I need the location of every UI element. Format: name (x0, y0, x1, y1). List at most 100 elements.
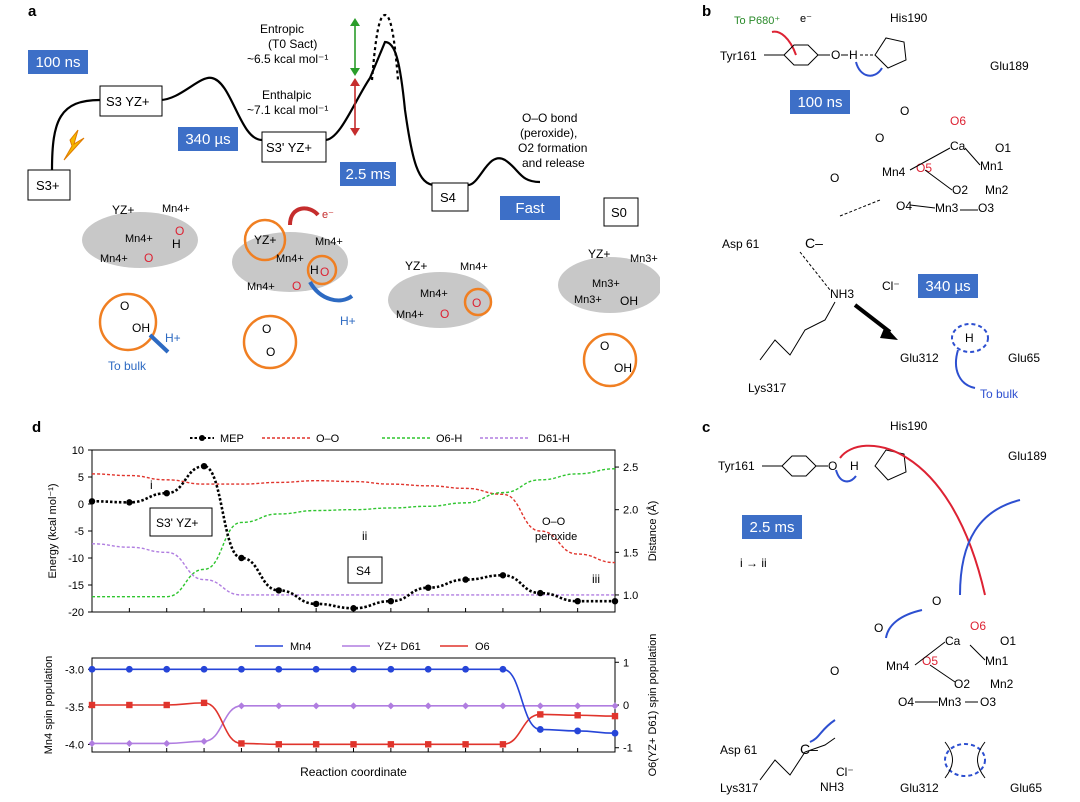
mep-point-10 (462, 576, 469, 583)
o-tyr-b: O (831, 48, 840, 62)
mn3-label-4a: Mn3+ (630, 253, 658, 265)
atom-o5-b: O5 (916, 161, 932, 175)
oh-label-4b: OH (614, 361, 632, 375)
atom-o1-c: O1 (1000, 634, 1016, 648)
o-label-2d: O (266, 345, 275, 359)
mn4-point-9 (424, 665, 432, 673)
oh-label-4: OH (620, 294, 638, 308)
cluster-blob-1 (82, 212, 198, 268)
yz-label-1: YZ+ (112, 203, 134, 217)
mep-point-9 (425, 584, 432, 591)
residue-glu189-c: Glu189 (1008, 449, 1047, 463)
atom-mn2-c: Mn2 (990, 677, 1014, 691)
ylabel-left-bottom: Mn4 spin population (43, 656, 55, 754)
yz-point-14 (611, 702, 619, 710)
mn4-point-10 (462, 665, 469, 673)
to-bulk-label-a: To bulk (108, 359, 147, 373)
annotation-peroxide: peroxide (535, 531, 577, 543)
legend-yz-label: YZ+ D61 (377, 641, 421, 653)
ytick-label-right-bot-1: 0 (623, 700, 629, 712)
atom-mn3-c: Mn3 (938, 695, 962, 709)
ytick-label-right-bot-0: 1 (623, 657, 629, 669)
ytick-label-left-top-1: 5 (78, 472, 84, 484)
cluster-blob-4 (558, 257, 662, 313)
proton-arrow-c4 (809, 719, 836, 743)
yz-point-6 (312, 702, 320, 710)
transition-label-c: i → ii (740, 556, 767, 570)
o6-point-3 (200, 699, 208, 707)
ytick-label-left-bot-0: -3.0 (65, 664, 84, 676)
mep-point-0 (88, 498, 96, 505)
atom-o-top-c: O (932, 594, 941, 608)
yz-point-1 (125, 739, 133, 747)
ytick-label-right-top-0: 2.5 (623, 462, 638, 474)
annotation-oo: O–O (542, 516, 566, 528)
yz-point-5 (275, 702, 283, 710)
time-tag-340us-a: 340 µs (178, 127, 238, 151)
entropic-value: ~6.5 kcal mol⁻¹ (247, 52, 328, 66)
to-bulk-label-b: To bulk (980, 387, 1019, 401)
ytick-label-left-bot-1: -3.5 (65, 702, 84, 714)
yz-point-0 (88, 739, 96, 747)
proton-arrow-b2 (955, 349, 976, 389)
state-s0: S0 (611, 205, 627, 220)
residue-his190-c: His190 (890, 420, 928, 433)
o6-point-12 (537, 711, 544, 718)
mn4-point-2 (163, 665, 171, 673)
o-label-2c: O (262, 322, 271, 336)
oec-cluster-b: Ca O6 O1 Mn1 Mn4 O5 O2 Mn2 O4 Mn3 O3 O O… (830, 104, 1011, 215)
ytick-label-left-top-4: -10 (68, 553, 84, 565)
ylabel-right-top: Distance (Å) (646, 501, 659, 562)
time-tag-fast-a: Fast (500, 196, 560, 220)
legend-mep-marker (199, 435, 205, 441)
carboxylate-asp61-b: C– (805, 235, 823, 251)
annotation-s3prime: S3' YZ+ (156, 516, 198, 530)
mn4-label-3b: Mn4+ (420, 288, 448, 300)
mn4-point-0 (88, 665, 96, 673)
o6-point-11 (499, 741, 507, 748)
oec-cluster-c: Ca O6 O1 Mn1 Mn4 O5 O2 Mn2 O4 Mn3 O3 O O… (830, 594, 1016, 709)
yz-point-4 (237, 702, 245, 710)
entropic-expr: (T0 Sact) (268, 37, 317, 51)
ylabel-right-bottom: O6(YZ+ D61) spin population (647, 634, 659, 777)
yz-point-3 (200, 737, 208, 745)
cluster-blob-2 (232, 232, 348, 292)
o-label-1b: O (144, 251, 153, 265)
yz-label-2: YZ+ (254, 233, 276, 247)
cluster-blob-3 (388, 272, 492, 328)
ytick-label-left-top-5: -15 (68, 580, 84, 592)
atom-o5-c: O5 (922, 654, 938, 668)
ytick-label-right-bot-2: -1 (623, 743, 633, 755)
mn3-label-4b: Mn3+ (592, 278, 620, 290)
mn3-label-4c: Mn3+ (574, 294, 602, 306)
yz-point-10 (462, 702, 470, 710)
yz-point-13 (574, 702, 582, 710)
enthalpic-label: Enthalpic (262, 88, 311, 102)
electron-arrow-b (771, 30, 797, 56)
nh3-label-b: NH3 (830, 287, 854, 301)
electron-arrow-2 (288, 206, 320, 226)
series-oo (91, 473, 616, 564)
lightning-icon (63, 129, 85, 161)
oo-note-3: O2 formation (518, 141, 587, 155)
lys-chain-b (759, 301, 836, 361)
residue-lys317-b: Lys317 (748, 381, 787, 395)
legend-o6h-label: O6-H (436, 433, 462, 445)
annotation-iii: iii (592, 572, 600, 586)
proton-arrow-1 (148, 333, 170, 354)
panel-c-figure: c His190 Tyr161 O H Glu189 i → ii Ca O6 … (702, 419, 1047, 795)
mep-point-2 (163, 490, 170, 497)
oradical-circle-3 (463, 287, 493, 317)
mn4-point-4 (238, 665, 245, 673)
mep-point-12 (537, 589, 544, 597)
nh3-label-c: NH3 (820, 780, 844, 794)
channel-walls-c (944, 741, 986, 779)
time-tag-100ns-a: 100 ns (28, 50, 88, 74)
mn4-label-1a: Mn4+ (162, 203, 190, 215)
mn4-point-5 (275, 665, 283, 673)
atom-o6-c: O6 (970, 619, 986, 633)
h-label-1: H (172, 237, 181, 251)
